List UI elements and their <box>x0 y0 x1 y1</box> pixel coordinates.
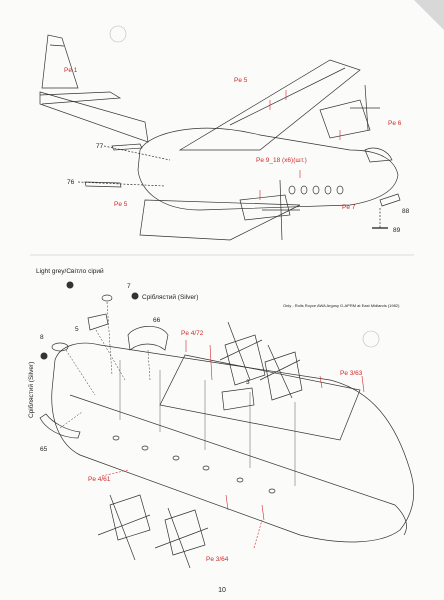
label-pe7: Pe 7 <box>342 204 356 211</box>
horizontal-tail <box>39 91 122 105</box>
bottom-labels: Light grey/Світло сірий Сріблястий (Silv… <box>27 267 400 563</box>
wing-lower <box>139 199 301 241</box>
nose-cone <box>394 504 407 536</box>
note-silver: Сріблястий (Silver) <box>142 293 198 301</box>
label-3: 3 <box>246 379 250 386</box>
bottom-assembly-view <box>39 294 414 569</box>
part-5 <box>87 313 109 331</box>
label-pe3-63: Pe 3/63 <box>340 370 363 377</box>
propeller-bottom-3 <box>97 494 151 561</box>
label-pe9-18: Pe 9_18 (x6)(шт.) <box>256 157 307 164</box>
label-pe4-72: Pe 4/72 <box>181 330 204 337</box>
part-7 <box>101 294 113 302</box>
label-89: 89 <box>393 227 401 234</box>
wing-bottom <box>159 354 361 441</box>
propeller-bottom-2 <box>259 344 301 399</box>
tail-fin-rib <box>49 44 65 47</box>
tail-boom <box>39 91 149 143</box>
top-assembly-view <box>39 34 401 241</box>
part-8 <box>51 342 69 352</box>
label-pe5-wing: Pe 5 <box>234 77 248 84</box>
part-65 <box>39 413 81 439</box>
leader-76 <box>77 181 166 187</box>
label-5: 5 <box>75 326 79 333</box>
fuselage-pod <box>137 127 399 211</box>
assembly-leaders <box>59 301 151 429</box>
paint-drop-icon-3 <box>40 352 48 360</box>
paint-markers <box>40 281 139 360</box>
part-76 <box>84 181 122 188</box>
top-labels: Pe 1 Pe 5 Pe 6 Pe 9_18 (x6)(шт.) Pe 5 Pe… <box>64 67 410 234</box>
cockpit-glazing <box>364 147 393 163</box>
propeller-bottom-1 <box>219 321 263 381</box>
paint-drop-icon-2 <box>131 292 139 300</box>
label-77: 77 <box>96 143 104 150</box>
portholes-bottom <box>112 435 276 494</box>
keel-line <box>69 394 396 506</box>
label-65: 65 <box>40 446 48 453</box>
nacelle-bottom-1 <box>224 334 266 386</box>
nacelle-2 <box>239 194 291 221</box>
label-pe4-61: Pe 4/61 <box>88 476 111 483</box>
note-silver-vertical: Сріблястий (Silver) <box>27 362 35 418</box>
label-88: 88 <box>402 208 410 215</box>
caption-registration: Only - Rolls Royce AWA Argosy G-APRM at … <box>283 303 400 308</box>
page-number: 10 <box>218 587 226 594</box>
panel-lines <box>119 360 296 486</box>
label-pe5-lower: Pe 5 <box>114 201 128 208</box>
nacelle-bottom-2 <box>264 351 303 401</box>
nacelle-bottom-4 <box>164 509 206 556</box>
part-88 <box>379 193 401 207</box>
red-marks-bottom <box>101 340 365 549</box>
label-pe1: Pe 1 <box>64 67 78 74</box>
label-8: 8 <box>40 334 44 341</box>
tail-fin <box>41 34 79 89</box>
label-66: 66 <box>153 317 161 324</box>
nacelle-1 <box>319 99 371 139</box>
propeller-1 <box>350 84 380 131</box>
watermark-logo <box>109 25 380 348</box>
propeller-2 <box>262 179 300 241</box>
portholes-top <box>288 185 344 195</box>
paint-drop-icon-1 <box>66 281 74 289</box>
label-76: 76 <box>67 179 75 186</box>
part-77 <box>111 143 143 151</box>
page-curl <box>414 0 444 30</box>
red-marks-top <box>259 90 341 200</box>
label-pe6: Pe 6 <box>388 120 402 127</box>
label-pe3-64: Pe 3/64 <box>206 556 229 563</box>
part-66 <box>127 326 169 351</box>
wing-upper-rib <box>229 67 346 126</box>
note-light-grey: Light grey/Світло сірий <box>36 267 104 275</box>
part-3 <box>221 387 255 411</box>
fuselage-underside <box>51 342 414 543</box>
label-7: 7 <box>127 283 131 290</box>
wing-upper <box>178 59 361 151</box>
propeller-bottom-4 <box>154 507 209 569</box>
leader-77 <box>103 145 171 161</box>
